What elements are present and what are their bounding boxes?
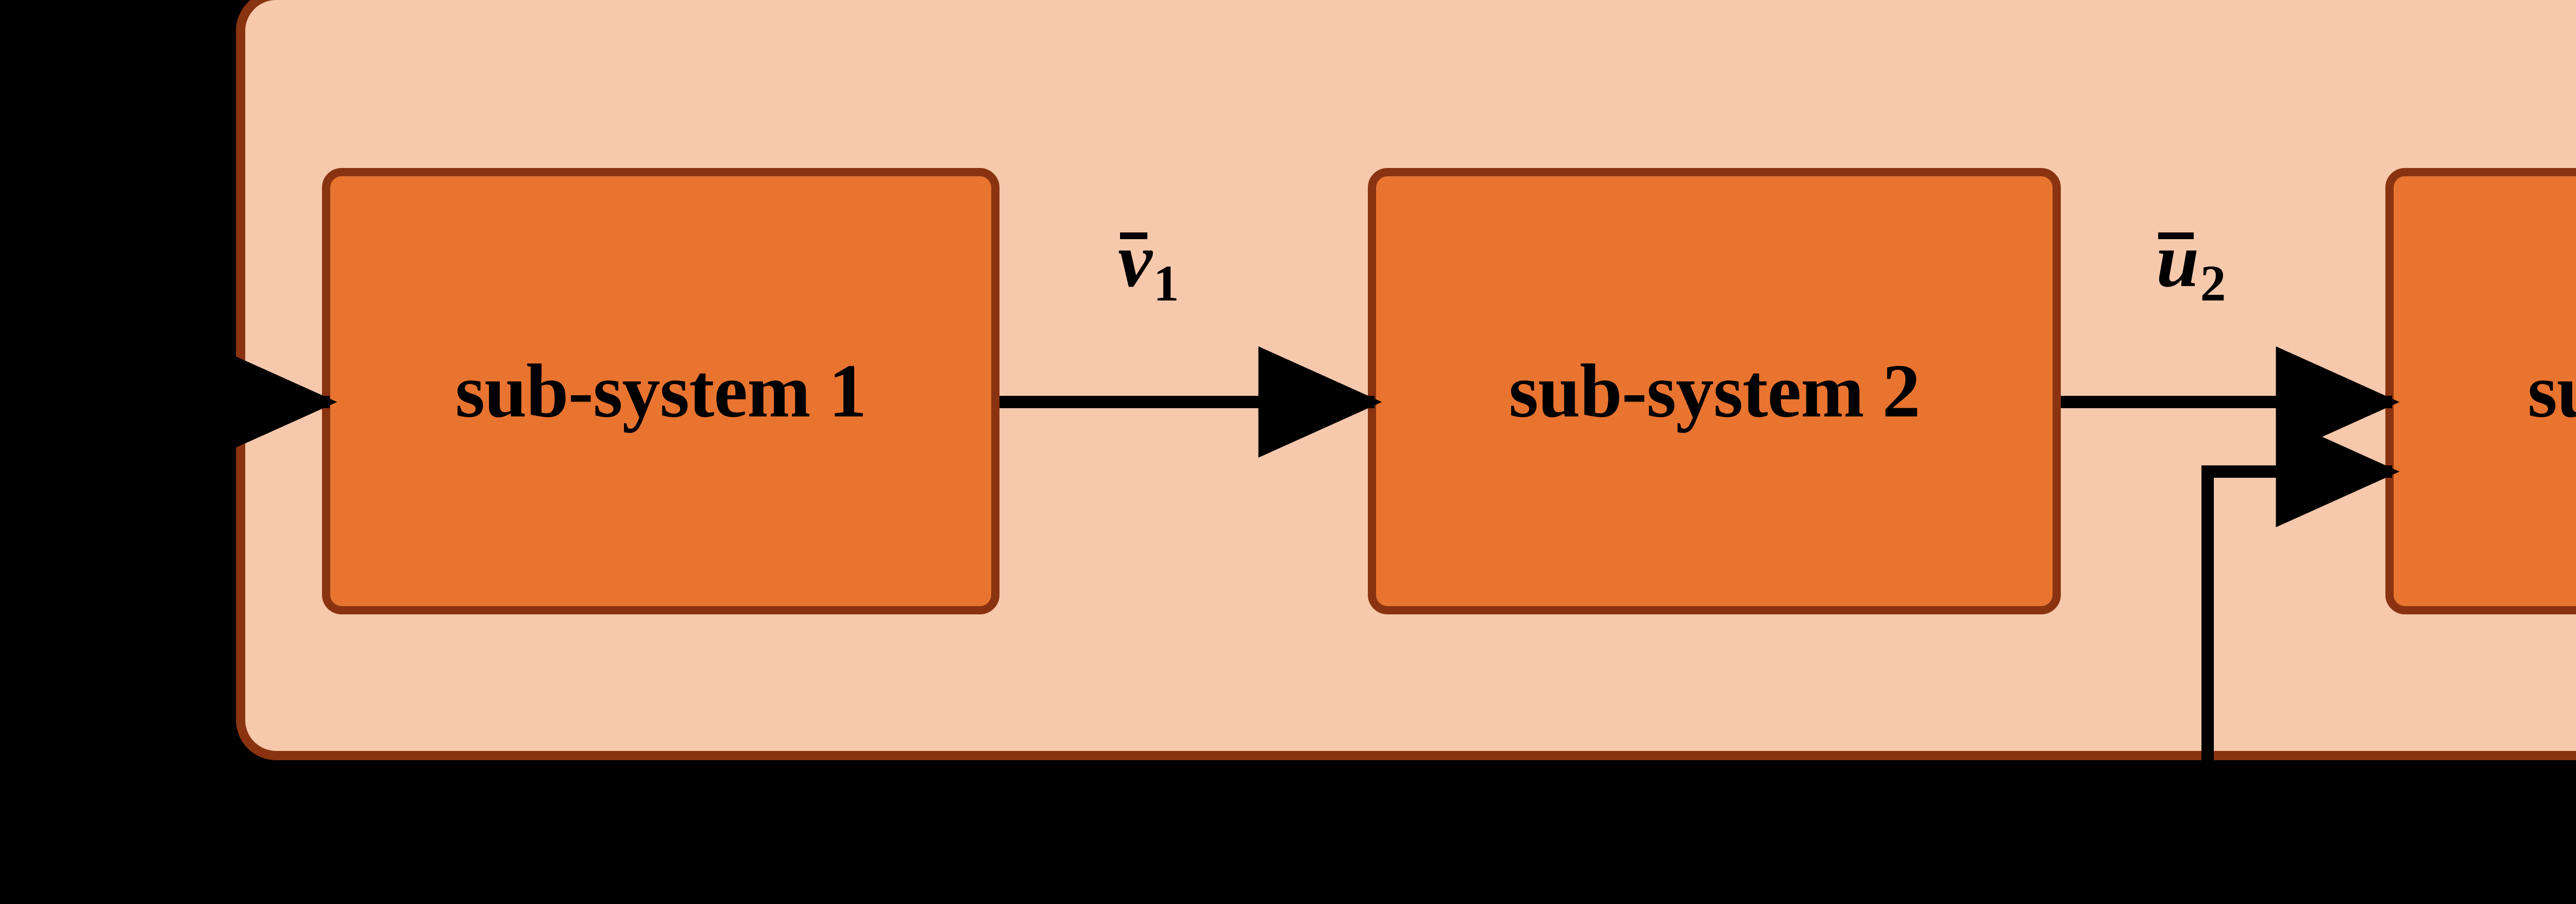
subsystem-block-2-label: sub-system 2 [1509,349,1921,433]
subsystem-block-1[interactable]: sub-system 1 [322,168,999,614]
subsystem-block-3[interactable]: sub-system 3 [2385,168,2576,614]
subsystem-block-2[interactable]: sub-system 2 [1368,168,2061,614]
signal-subscript-1: 1 [1153,255,1179,312]
signal-variable-v: v [1118,222,1153,299]
signal-label-v1: v1 [1118,222,1179,309]
subsystem-block-1-label: sub-system 1 [455,349,867,433]
overbar-accent-icon [2158,232,2194,239]
signal-variable-u-glyph: u [2156,217,2199,303]
signal-label-u2: u2 [2156,222,2226,309]
signal-subscript-2: 2 [2200,255,2226,312]
subsystem-block-3-label: sub-system 3 [2528,349,2576,433]
overbar-accent-icon [1120,232,1147,239]
signal-variable-v-glyph: v [1118,217,1153,303]
signal-variable-u: u [2156,222,2199,299]
